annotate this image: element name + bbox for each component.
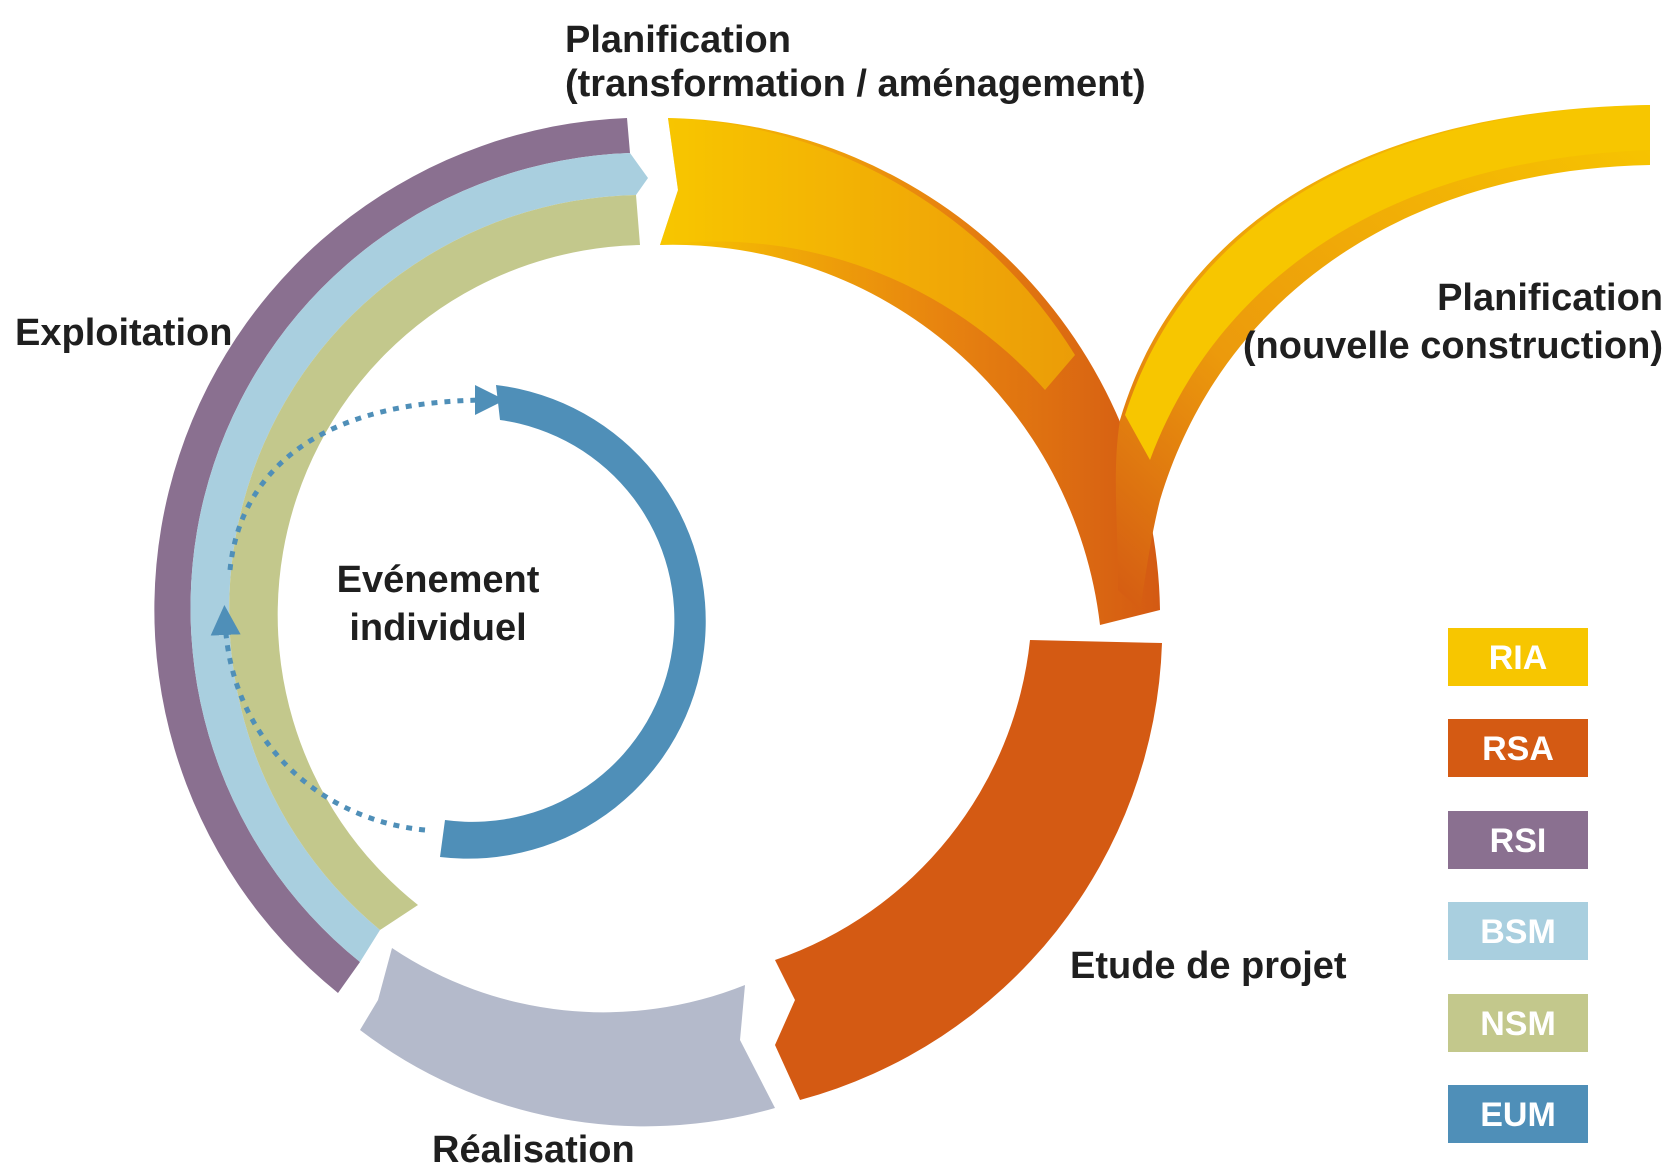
- nsm-arc: [229, 195, 641, 930]
- legend-item-nsm: NSM: [1448, 994, 1588, 1052]
- legend-swatch-bsm: [1448, 902, 1588, 960]
- legend: RIA RSA RSI BSM NSM EUM: [1448, 628, 1588, 1143]
- label-individual-event-line2: individuel: [349, 607, 526, 649]
- label-project-study: Etude de projet: [1070, 945, 1347, 987]
- legend-item-rsa: RSA: [1448, 719, 1588, 777]
- bsm-arc: [190, 153, 648, 962]
- legend-label-bsm: BSM: [1480, 913, 1556, 951]
- rsi-arc: [154, 118, 630, 993]
- dotted-arrow-bottom: [210, 605, 426, 833]
- ria-swoosh-highlight: [1125, 105, 1650, 460]
- legend-item-ria: RIA: [1448, 628, 1588, 686]
- realisation-arc: [360, 948, 775, 1127]
- legend-swatch-nsm: [1448, 994, 1588, 1052]
- legend-item-bsm: BSM: [1448, 902, 1588, 960]
- legend-label-ria: RIA: [1489, 639, 1548, 677]
- label-planning-new-line1: Planification: [1437, 277, 1663, 319]
- legend-swatch-ria: [1448, 628, 1588, 686]
- legend-swatch-rsa: [1448, 719, 1588, 777]
- legend-item-rsi: RSI: [1448, 811, 1588, 869]
- label-planning-new-line2: (nouvelle construction): [1243, 325, 1663, 367]
- legend-label-rsi: RSI: [1490, 822, 1547, 860]
- legend-label-rsa: RSA: [1482, 730, 1554, 768]
- dotted-arrow-top: [227, 385, 505, 571]
- rsa-project-study-arc: [775, 640, 1162, 1100]
- label-realisation: Réalisation: [432, 1129, 635, 1171]
- legend-swatch-rsi: [1448, 811, 1588, 869]
- legend-label-nsm: NSM: [1480, 1005, 1556, 1043]
- legend-swatch-eum: [1448, 1085, 1588, 1143]
- ria-planning-arc-inner: [660, 118, 1075, 390]
- label-exploitation: Exploitation: [15, 312, 232, 354]
- label-planning-transform-line2: (transformation / aménagement): [565, 63, 1146, 105]
- eum-event-arc: [440, 385, 706, 859]
- legend-item-eum: EUM: [1448, 1085, 1588, 1143]
- label-planning-transform-line1: Planification: [565, 19, 791, 61]
- legend-label-eum: EUM: [1480, 1096, 1556, 1134]
- label-individual-event-line1: Evénement: [337, 559, 540, 601]
